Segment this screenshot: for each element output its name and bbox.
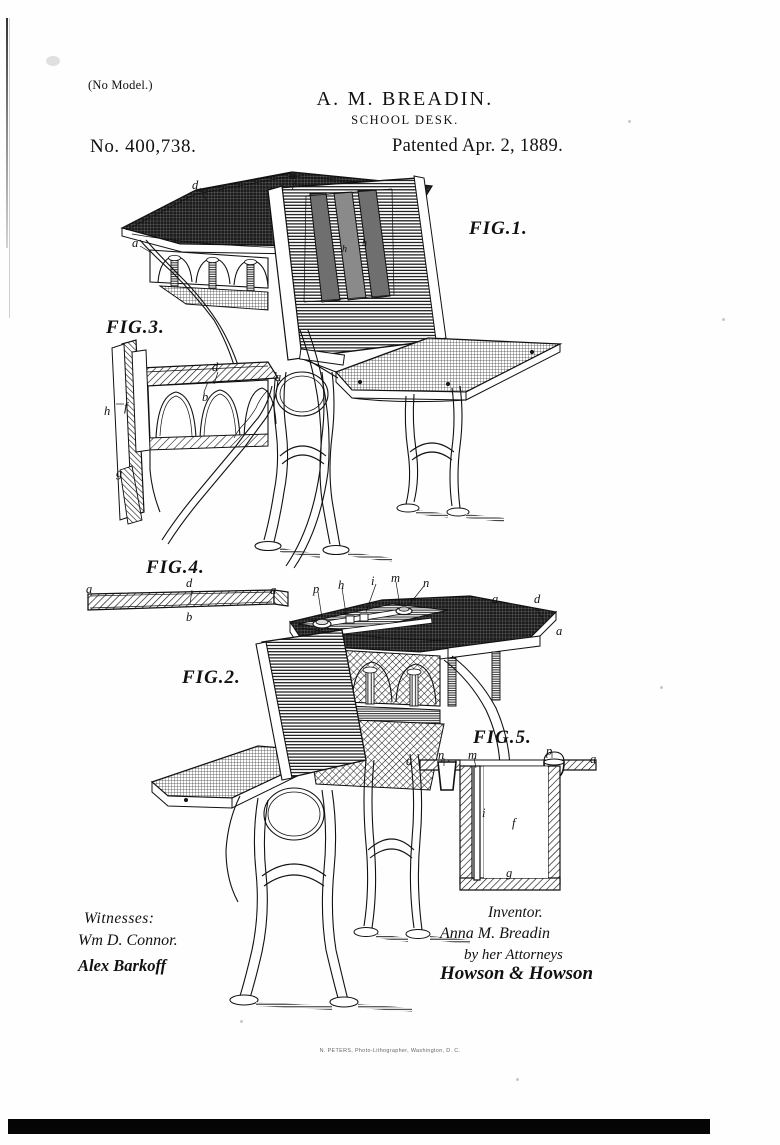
ref-letter-fig3-b: b xyxy=(202,390,209,404)
figure-5-drawing xyxy=(419,751,597,891)
patent-inventor-header: A. M. BREADIN. xyxy=(316,88,494,110)
witness-signature-1: Wm D. Connor. xyxy=(78,932,178,949)
ref-letter-fig2-n: n xyxy=(423,576,430,590)
ref-letter-fig2-p: p xyxy=(313,582,320,596)
ref-letter-fig1-a2: a xyxy=(132,236,139,250)
patent-number: No. 400,738. xyxy=(90,136,197,157)
patent-title: SCHOOL DESK. xyxy=(351,113,459,127)
inventor-label: Inventor. xyxy=(488,904,543,921)
ref-letter-fig5-f: f xyxy=(512,816,516,830)
ref-letter-fig3-d: d xyxy=(212,360,219,374)
scan-artifact-bottom-bar xyxy=(8,1119,710,1134)
ref-letter-fig3-f: f xyxy=(124,400,128,414)
figure-2-legs-right xyxy=(353,753,470,944)
figure-3-caption: FIG.3. xyxy=(106,317,165,338)
witness-signature-2: Alex Barkoff xyxy=(78,956,167,975)
ref-letter-fig2-m: m xyxy=(391,571,401,585)
ref-letter-fig1-h2: h xyxy=(362,238,367,249)
figure-3-drawing xyxy=(111,329,330,569)
ref-letter-fig2-d: d xyxy=(534,592,541,606)
ref-letter-fig3-a: a xyxy=(275,370,282,384)
figure-5-caption: FIG.5. xyxy=(473,727,532,748)
attorneys-label: by her Attorneys xyxy=(464,947,563,963)
ref-letter-fig5-a2: a xyxy=(590,752,597,766)
ref-letter-fig5-a: a xyxy=(406,754,413,768)
figure-1-gothic-arcade xyxy=(149,249,269,311)
no-model-note: (No Model.) xyxy=(88,78,153,92)
ref-letter-fig1-h: h xyxy=(342,244,347,255)
printer-footer: N. PETERS, Photo-Lithographer, Washingto… xyxy=(319,1048,461,1054)
scan-artifact-left-edge xyxy=(6,18,8,248)
ref-letter-fig5-m: m xyxy=(468,748,478,762)
figure-4-caption: FIG.4. xyxy=(146,557,205,578)
witnesses-label: Witnesses: xyxy=(84,910,155,927)
ref-letter-fig3-g: g xyxy=(116,466,123,480)
ref-letter-fig4-a: a xyxy=(86,582,93,596)
ref-letter-fig2-i: i xyxy=(371,574,375,588)
ref-letter-fig4-b: b xyxy=(186,610,193,624)
ref-letter-fig3-h: h xyxy=(104,404,111,418)
ref-letter-fig4-d: d xyxy=(186,576,193,590)
ref-letter-fig4-a2: a xyxy=(270,583,277,597)
figure-2-drawing xyxy=(150,581,558,1012)
figure-1-drawing xyxy=(120,171,563,562)
ref-letter-fig5-n: n xyxy=(438,748,445,762)
figure-2-legs xyxy=(229,787,412,1012)
ref-letter-fig5-p: p xyxy=(546,744,553,758)
figure-2-caption: FIG.2. xyxy=(182,667,241,688)
ref-letter-fig2-h: h xyxy=(338,578,345,592)
patent-date: Patented Apr. 2, 1889. xyxy=(392,136,564,156)
attorneys-signature: Howson & Howson xyxy=(440,963,594,984)
ref-letter-fig2-a2: a xyxy=(556,624,563,638)
ref-letter-fig5-g: g xyxy=(506,866,513,880)
figure-1-caption: FIG.1. xyxy=(469,218,528,239)
ref-letter-fig1-d: d xyxy=(192,178,199,192)
inventor-signature: Anna M. Breadin xyxy=(440,925,551,942)
figure-1-legs-right xyxy=(396,385,504,522)
ref-letter-fig1-a: a xyxy=(290,168,297,182)
figure-4-drawing xyxy=(87,589,289,611)
ref-letter-fig5-i: i xyxy=(482,806,486,820)
ref-letter-fig2-a: a xyxy=(492,592,499,606)
scan-artifact-left-edge-secondary xyxy=(9,18,10,318)
